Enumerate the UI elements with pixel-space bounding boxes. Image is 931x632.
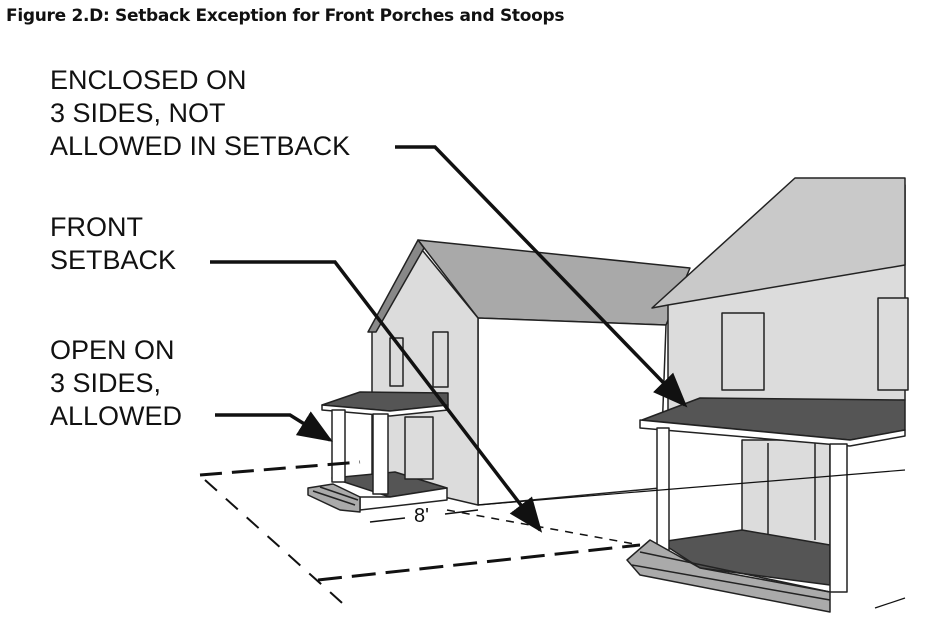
door bbox=[404, 416, 434, 480]
left-house bbox=[307, 239, 691, 513]
window bbox=[389, 337, 404, 387]
window bbox=[877, 297, 909, 391]
label-line: 3 SIDES, NOT bbox=[50, 98, 226, 128]
right-house bbox=[626, 177, 909, 613]
label-line: 3 SIDES, bbox=[50, 368, 162, 398]
window bbox=[721, 312, 765, 391]
open-label: OPEN ON 3 SIDES, ALLOWED bbox=[50, 334, 182, 433]
figure-title: Figure 2.D: Setback Exception for Front … bbox=[6, 6, 565, 26]
porch-column bbox=[372, 413, 389, 495]
label-line: SETBACK bbox=[50, 245, 177, 275]
right-porch-fascia bbox=[639, 419, 906, 447]
label-line: OPEN ON bbox=[50, 335, 175, 365]
porch-column bbox=[331, 409, 346, 483]
label-line: ALLOWED bbox=[50, 401, 183, 431]
right-house-roof bbox=[651, 177, 906, 309]
enclosed-label: ENCLOSED ON 3 SIDES, NOT ALLOWED IN SETB… bbox=[50, 64, 350, 163]
setback-lines bbox=[199, 460, 906, 611]
left-porch-base bbox=[359, 487, 448, 511]
window bbox=[432, 331, 449, 388]
label-line: FRONT bbox=[50, 212, 143, 242]
leader-lines bbox=[210, 145, 688, 533]
dimension-label: 8' bbox=[412, 505, 431, 528]
label-line: ENCLOSED ON bbox=[50, 65, 247, 95]
enclosed-leader bbox=[395, 145, 688, 408]
left-house-side-wall bbox=[477, 317, 667, 506]
porch-column bbox=[829, 443, 848, 593]
open-leader bbox=[215, 411, 333, 442]
label-line: ALLOWED IN SETBACK bbox=[50, 131, 351, 161]
front-setback-label: FRONT SETBACK bbox=[50, 211, 176, 277]
setback-leader bbox=[210, 260, 543, 533]
left-house-gable-roof bbox=[367, 239, 425, 333]
